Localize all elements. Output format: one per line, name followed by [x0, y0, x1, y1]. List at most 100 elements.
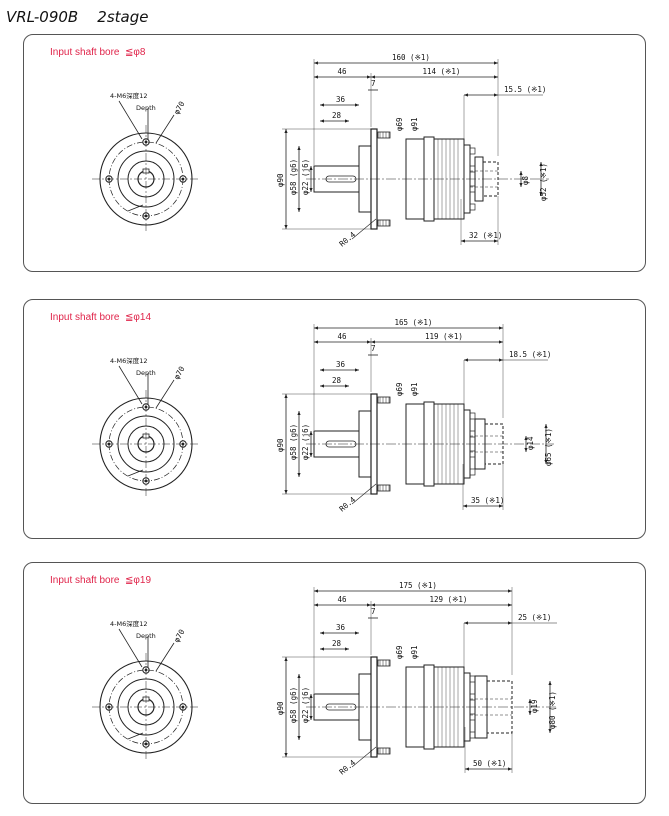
arrowhead [309, 188, 313, 192]
arrowhead [371, 75, 375, 79]
flange-bolt [377, 396, 391, 404]
arrowhead [355, 103, 359, 107]
input-bore-dim: φ14 [526, 436, 535, 450]
motor-pilot-dim: φ52 (※1) [539, 163, 548, 201]
arrowhead [524, 448, 528, 452]
depth-label: Depth [136, 369, 156, 377]
arrowhead [508, 767, 512, 771]
input-bore-label: Input shaft bore ≦φ19 [50, 575, 152, 586]
pilot-diameter-dim: φ69 [395, 382, 404, 396]
arrowhead [314, 326, 318, 330]
bolt-hole-center [181, 705, 185, 709]
adapter-length-dim: 15.5 (※1) [504, 85, 546, 94]
bolt-hole-center [144, 214, 148, 218]
arrowhead [314, 589, 318, 593]
flange-thickness-dim: 7 [371, 79, 376, 88]
bolt-hole [179, 440, 187, 448]
arrowhead [314, 603, 318, 607]
shaft-length-1-dim: 36 [336, 623, 346, 632]
arrowhead [320, 647, 324, 651]
arrowhead [297, 146, 301, 150]
arrowhead [494, 61, 498, 65]
bolt-hole [142, 740, 150, 748]
arrowhead [499, 326, 503, 330]
arrowhead [494, 239, 498, 243]
page-title: VRL-090B 2stage [6, 8, 149, 26]
pcd-label: φ70 [172, 99, 187, 116]
total-length-dim: 175 (※1) [399, 581, 437, 590]
total-length-dim: 165 (※1) [395, 318, 433, 327]
spigot-diameter-dim: φ58 (g6) [289, 424, 298, 460]
arrowhead [284, 394, 288, 398]
input-bore-dim: φ19 [530, 699, 539, 713]
arrowhead [345, 119, 349, 123]
adapter-screw [469, 147, 476, 155]
arrowhead [464, 93, 468, 97]
motor-length-dim: 50 (※1) [473, 759, 506, 768]
flange-bolt [377, 219, 391, 227]
output-length-dim: 46 [338, 595, 348, 604]
adapter-length-dim: 25 (※1) [518, 613, 551, 622]
arrowhead [355, 631, 359, 635]
arrowhead [528, 711, 532, 715]
tapped-holes-label: 4-M6深度12 [110, 356, 148, 365]
input-bore-label: Input shaft bore ≦φ8 [50, 47, 146, 58]
output-shaft [313, 430, 360, 458]
flange-diameter-dim: φ91 [410, 645, 419, 659]
leader-line [127, 204, 144, 212]
arrowhead [284, 753, 288, 757]
bolt-hole-center [144, 668, 148, 672]
arrowhead [463, 504, 467, 508]
arrowhead [367, 340, 371, 344]
leader-line [118, 628, 143, 668]
output-length-dim: 46 [338, 67, 348, 76]
bolt-hole [142, 666, 150, 674]
leader-line [155, 642, 175, 672]
arrowhead [297, 411, 301, 415]
arrowhead [297, 736, 301, 740]
arrowhead [314, 61, 318, 65]
flange-diameter-dim: φ91 [410, 117, 419, 131]
arrowhead [355, 368, 359, 372]
arrowhead [528, 699, 532, 703]
shaft-length-2-dim: 28 [332, 639, 342, 648]
adapter-screw [469, 675, 476, 683]
outer-diameter-dim: φ90 [276, 173, 285, 187]
adapter-screw [469, 412, 476, 420]
arrowhead [320, 119, 324, 123]
arrowhead [309, 431, 313, 435]
leader-line [118, 365, 143, 405]
flange-bolt [377, 131, 391, 139]
shaft-length-1-dim: 36 [336, 360, 346, 369]
arrowhead [320, 384, 324, 388]
bolt-hole [179, 175, 187, 183]
flange-bolt [377, 747, 391, 755]
arrowhead [320, 103, 324, 107]
adapter-screw [469, 203, 476, 211]
arrowhead [371, 340, 375, 344]
tapped-holes-label: 4-M6深度12 [110, 619, 148, 628]
arrowhead [548, 729, 552, 733]
leader-line [127, 469, 144, 477]
flange-thickness-dim: 7 [371, 607, 376, 616]
arrowhead [297, 473, 301, 477]
input-bore-dim: φ8 [521, 175, 530, 185]
bolt-hole [142, 403, 150, 411]
motor-length-dim: 32 (※1) [469, 231, 502, 240]
depth-label: Depth [136, 632, 156, 640]
arrowhead [367, 603, 371, 607]
bolt-hole-center [144, 405, 148, 409]
arrowhead [371, 603, 375, 607]
bolt-hole-center [181, 442, 185, 446]
output-shaft [313, 165, 360, 193]
motor-pilot-dim: φ80 (※1) [548, 691, 557, 729]
leader-line [155, 379, 175, 409]
arrowhead [309, 453, 313, 457]
arrowhead [309, 694, 313, 698]
arrowhead [284, 225, 288, 229]
spigot-diameter-dim: φ58 (g6) [289, 159, 298, 195]
bolt-hole [179, 703, 187, 711]
